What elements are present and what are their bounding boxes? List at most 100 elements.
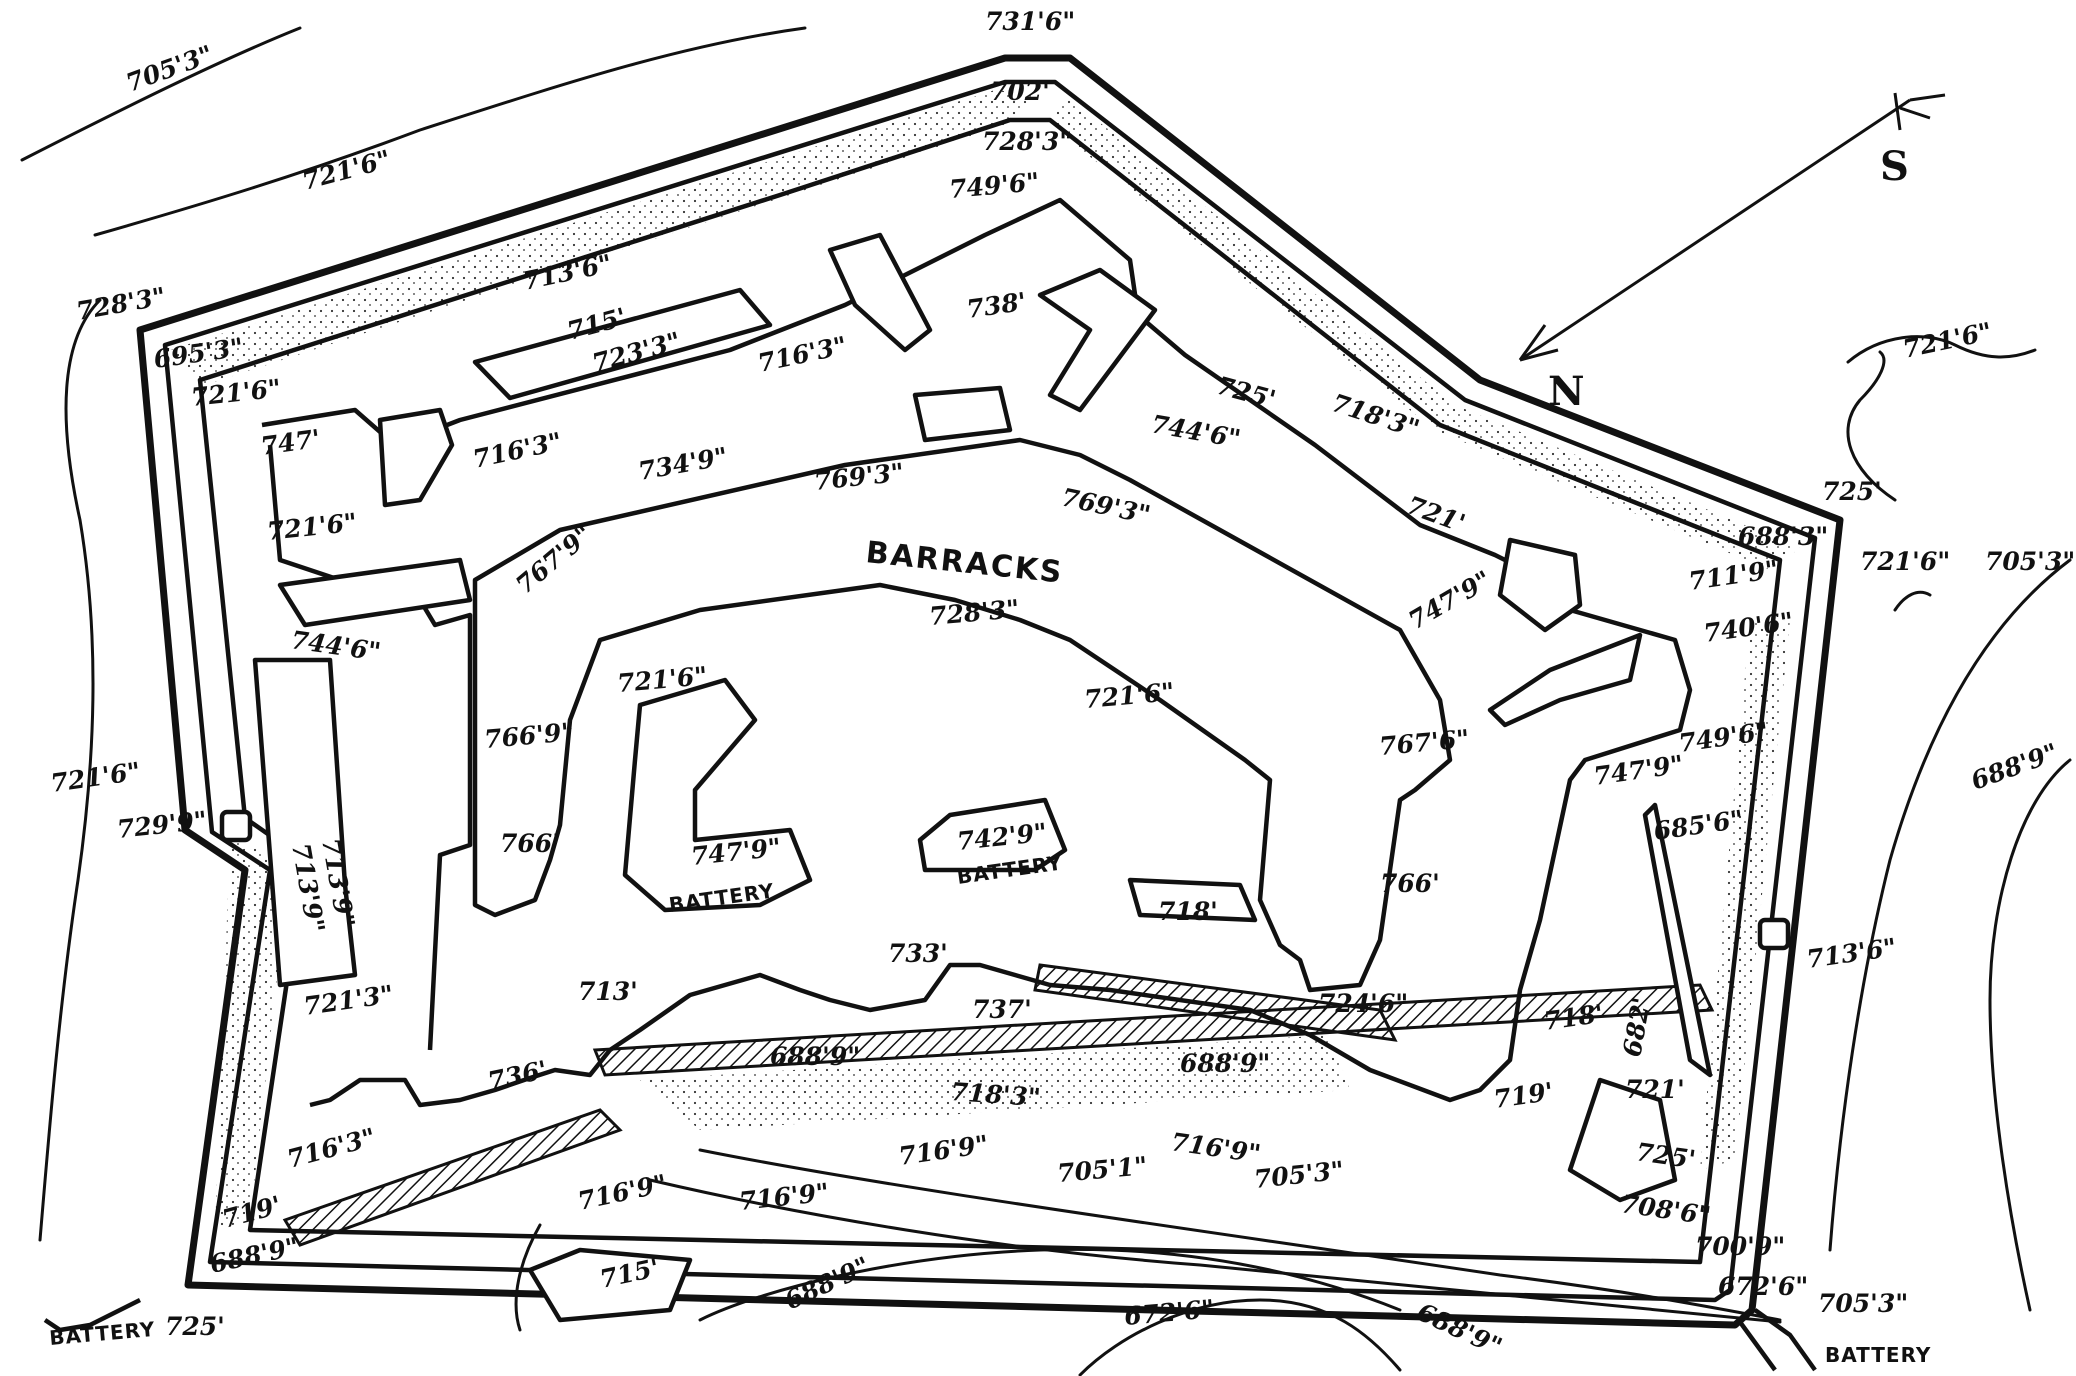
building <box>827 232 933 353</box>
building <box>912 385 1013 443</box>
elevation-label: 728'3" <box>928 594 1020 631</box>
elevation-label: 769'3" <box>1059 483 1153 530</box>
elevation-label: 721'6" <box>1860 547 1950 576</box>
contour-line <box>1828 558 2072 1252</box>
elevation-label: 749'6" <box>948 167 1040 204</box>
elevation-label: 737' <box>972 995 1032 1024</box>
elevation-label: 766' <box>1380 869 1440 898</box>
elevation-label: 688'9" <box>1180 1049 1270 1078</box>
elevation-label: 725' <box>165 1312 225 1341</box>
elevation-label: 769'3" <box>813 458 906 496</box>
building <box>527 1247 693 1323</box>
building <box>1487 632 1643 728</box>
elevation-label: 688'3" <box>1738 522 1828 551</box>
inner-parapets <box>261 197 1693 1108</box>
battery-label-southeast: BATTERY <box>1825 1343 1931 1367</box>
elevation-label: 716'9" <box>738 1178 831 1216</box>
elevation-label: 705'3" <box>1985 547 2075 576</box>
elevation-label: 721'6" <box>49 757 142 798</box>
elevation-label: 672'6" <box>1123 1294 1215 1331</box>
contour-line <box>20 26 302 162</box>
stippled-slope <box>1050 95 1800 570</box>
hatched-scarp-band <box>282 1108 623 1247</box>
compass-south-label: S <box>1880 143 1909 190</box>
elevation-label: 767'6" <box>1378 724 1470 761</box>
building <box>377 407 455 508</box>
elevation-label: 766'9" <box>483 717 575 754</box>
elevation-label: 725' <box>1213 371 1278 415</box>
building <box>622 677 813 913</box>
elevation-label: 747'9" <box>1592 750 1685 791</box>
elevation-label: 713' <box>578 977 638 1006</box>
elevation-label: 716'3" <box>284 1122 379 1173</box>
elevation-label: 716'3" <box>755 331 849 378</box>
elevation-label: 702' <box>990 77 1050 106</box>
elevation-label: 705'3" <box>122 40 217 98</box>
elevation-label: 718'3" <box>950 1077 1042 1112</box>
elevation-label: 688'9" <box>207 1232 301 1279</box>
contour-line <box>1846 350 1897 502</box>
outer-wall <box>136 54 1844 1329</box>
elevation-label: 747' <box>259 424 322 461</box>
building <box>277 557 473 628</box>
elevation-label: 728'3" <box>982 127 1072 156</box>
elevation-label: 716'3" <box>470 427 564 474</box>
elevation-label: 672'6" <box>1718 1272 1808 1301</box>
elevation-label: 688'9" <box>770 1042 860 1071</box>
elevation-label: 705'1" <box>1056 1151 1148 1188</box>
parapet-wall <box>267 444 473 1051</box>
building <box>1127 877 1258 923</box>
elevation-label: 721' <box>1625 1075 1685 1104</box>
building <box>917 797 1068 873</box>
gate-road <box>1753 1308 1817 1372</box>
sentry-boxes <box>219 809 1791 951</box>
stippled-slope <box>1700 620 1790 1170</box>
elevation-label: 724'6" <box>1318 989 1408 1018</box>
elevation-label: 733' <box>888 939 948 968</box>
parapet-wall <box>261 197 1693 1108</box>
arrow-feathers <box>1893 92 1946 131</box>
elevation-label: 721'6" <box>1083 677 1175 714</box>
stippled-slope <box>170 90 1040 385</box>
contour-line <box>1893 590 1932 612</box>
sentry-box <box>1757 917 1791 951</box>
stippled-slope <box>640 1035 1350 1130</box>
elevation-label: 721'6" <box>1900 317 1994 364</box>
elevation-label: 766' <box>500 829 560 858</box>
elevation-label: 734'9" <box>636 442 730 486</box>
elevation-label: 721'3" <box>302 980 395 1021</box>
elevation-label: 728'3" <box>74 282 168 326</box>
building <box>1642 802 1713 1078</box>
elevation-label: 719' <box>1492 1077 1555 1114</box>
parade-ground-outline <box>472 437 1453 993</box>
gate-road <box>43 1297 142 1333</box>
building <box>252 657 358 988</box>
building <box>1037 267 1158 413</box>
contour-line <box>38 298 102 1242</box>
elevation-label: 716'9" <box>897 1130 990 1171</box>
elevation-label: 700'9" <box>1695 1232 1785 1261</box>
elevation-label: 721'6" <box>266 508 359 546</box>
building <box>1567 1077 1678 1203</box>
arrow-head <box>1518 324 1559 362</box>
fort-buildings <box>252 232 1713 1323</box>
elevation-label: 731'6" <box>985 7 1075 36</box>
building <box>1497 537 1583 633</box>
arrow-shaft <box>1519 98 1911 362</box>
elevation-label: 744'6" <box>1149 409 1243 453</box>
contour-line <box>648 1178 1782 1324</box>
hatched-scarp <box>282 963 1715 1247</box>
elevation-label: 747'9" <box>1404 565 1497 635</box>
elevation-label: 721'6" <box>299 144 394 195</box>
contour-line <box>93 26 807 237</box>
compass-arrow: S N <box>1518 92 1946 415</box>
contour-line <box>1988 758 2072 1312</box>
gate-road <box>1738 1320 1777 1372</box>
elevation-label: 736' <box>485 1055 550 1096</box>
building <box>472 287 773 401</box>
elevation-label: 708'6" <box>1619 1189 1712 1230</box>
compass-north-label: N <box>1548 368 1585 415</box>
contour-line <box>1846 335 2037 364</box>
